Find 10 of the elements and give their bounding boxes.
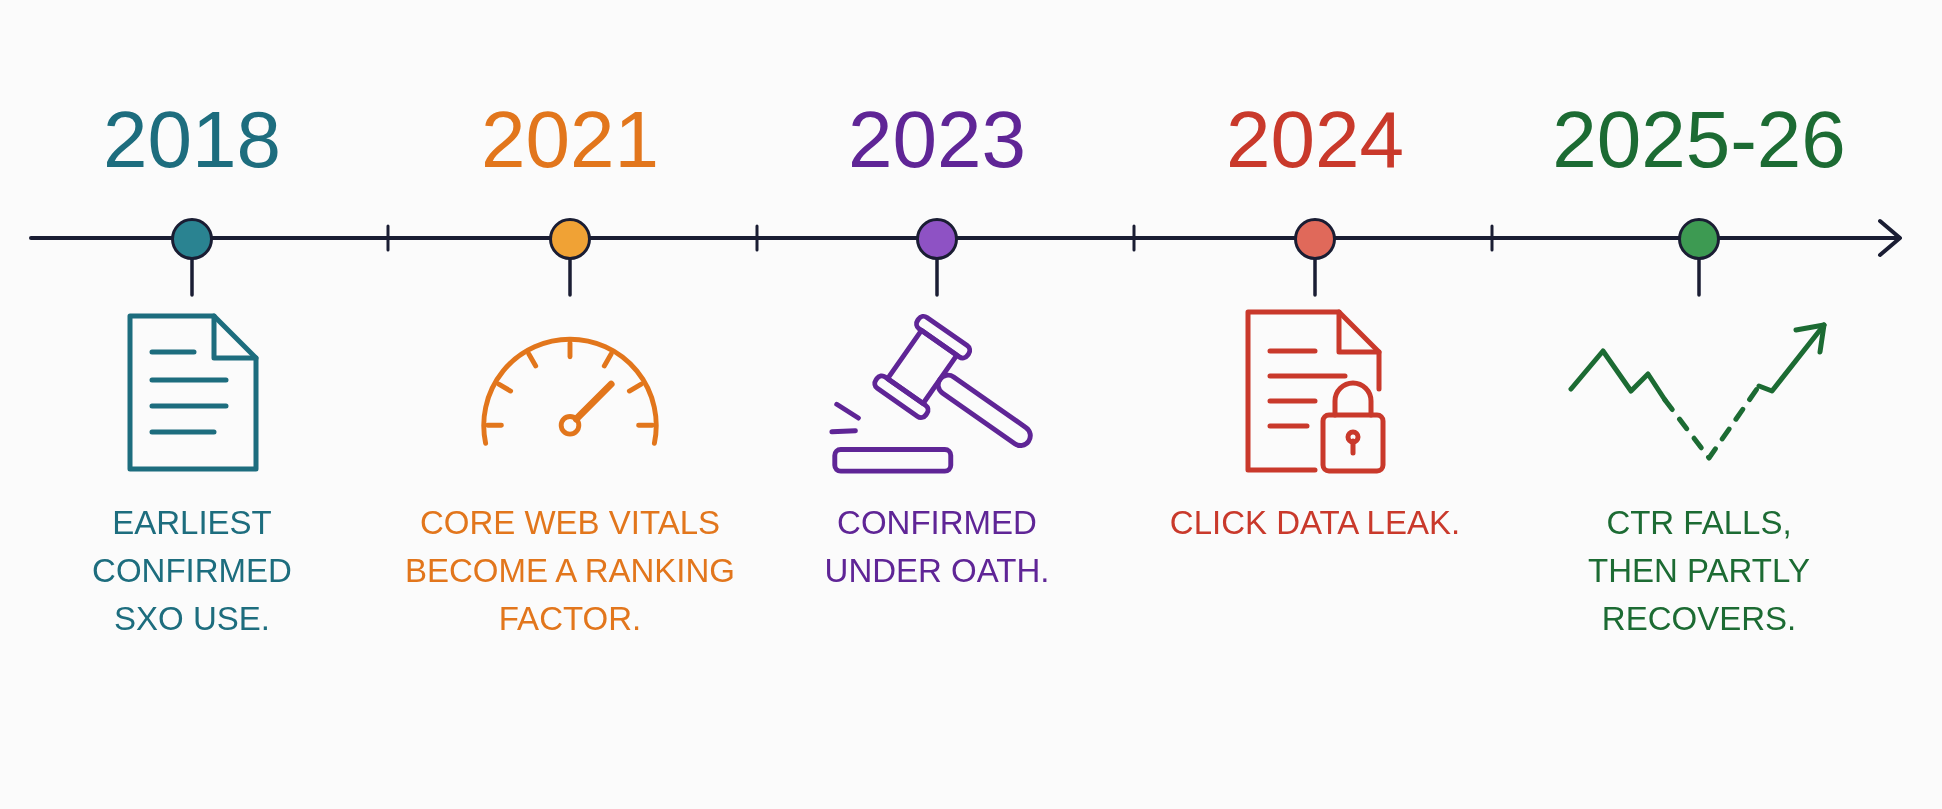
event-description: CORE WEB VITALS BECOME A RANKING FACTOR. [403,503,737,639]
year-label: 2024 [1226,94,1404,186]
year-label: 2023 [848,94,1026,186]
event-description: EARLIEST CONFIRMED SXO USE. [91,503,293,639]
year-label: 2025-26 [1552,94,1846,186]
year-label: 2018 [103,94,281,186]
event-description: CTR FALLS, THEN PARTLY RECOVERS. [1587,503,1811,639]
event-description: CONFIRMED UNDER OATH. [823,503,1051,591]
year-label: 2021 [481,94,659,186]
event-description: CLICK DATA LEAK. [1169,503,1461,543]
